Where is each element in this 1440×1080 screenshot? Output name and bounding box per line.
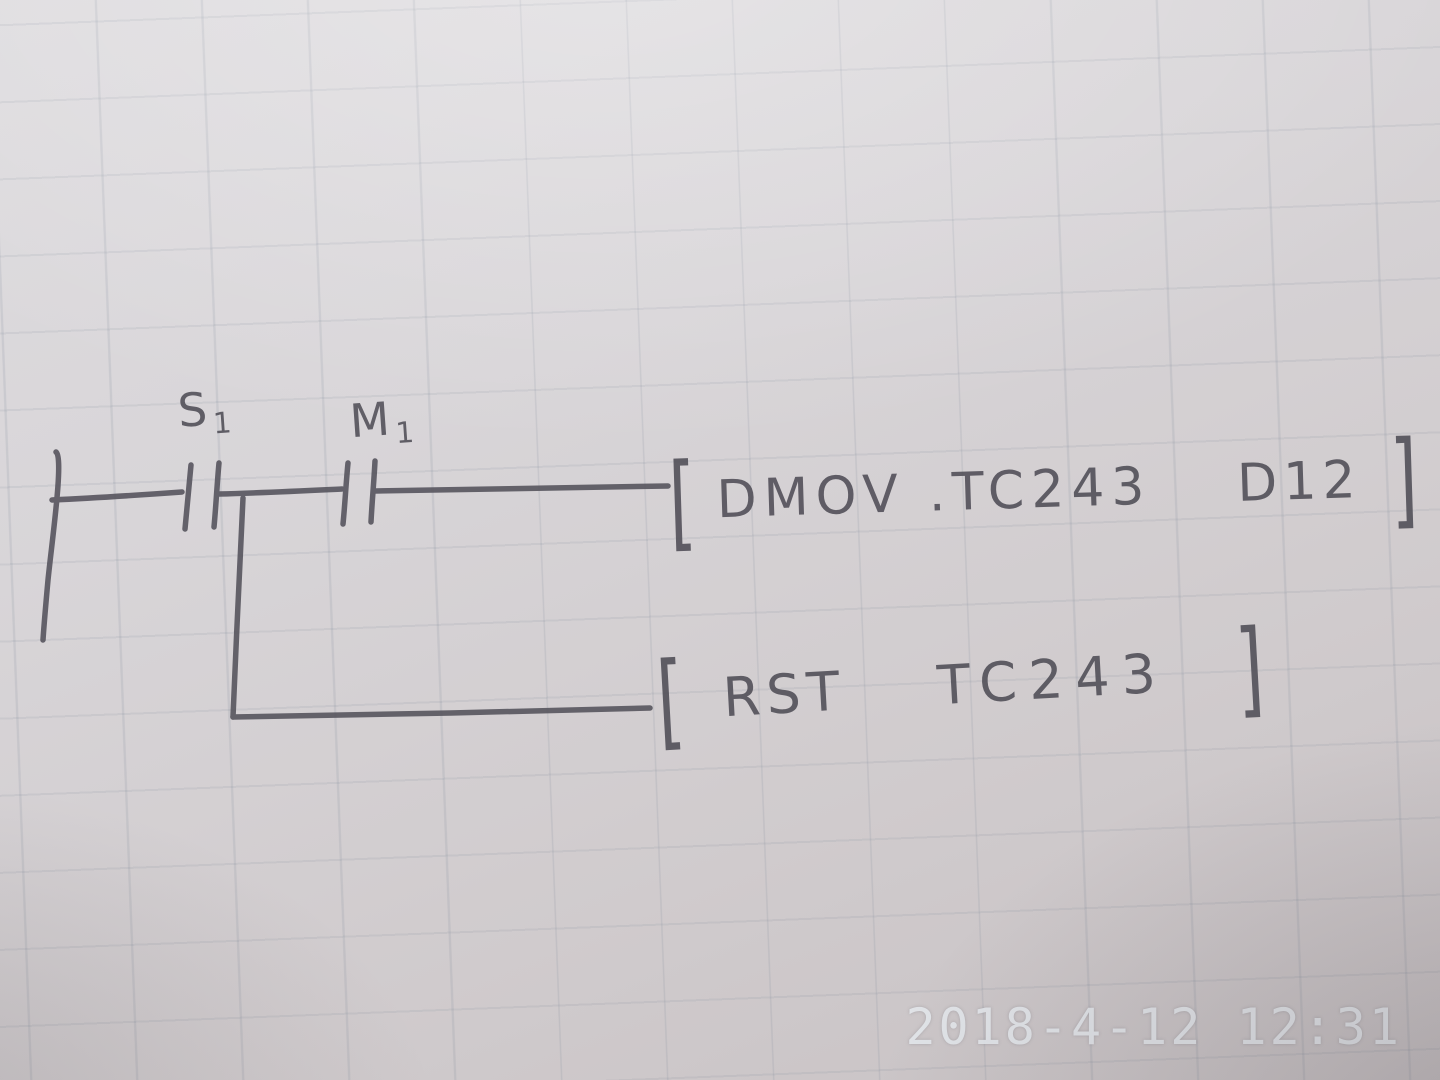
rung2-instruction-text: RST bbox=[721, 658, 848, 729]
rung1-operand-text: D12 bbox=[1236, 450, 1363, 514]
rung2-bracket-open: [ bbox=[653, 638, 688, 762]
branch-vertical-wire bbox=[230, 495, 246, 720]
rung1-bracket-close: ] bbox=[1388, 417, 1420, 541]
camera-timestamp: 2018-4-12 12:31 bbox=[905, 998, 1402, 1056]
rung1-wire-left bbox=[49, 489, 185, 503]
rung1-bracket-open: [ bbox=[666, 439, 699, 563]
rung1-instruction-text: DMOV .TC243 bbox=[715, 456, 1153, 531]
rung2-operand-text: TC243 bbox=[935, 640, 1170, 717]
left-power-rail bbox=[40, 449, 62, 643]
contact-s1-label-sub: 1 bbox=[211, 405, 235, 441]
contact-s1-label-main: S bbox=[176, 381, 211, 438]
branch-horizontal-wire bbox=[230, 705, 653, 720]
rung1-wire-right bbox=[372, 483, 671, 494]
rung1-wire-middle bbox=[216, 486, 345, 497]
contact-m1-label: M1 bbox=[348, 390, 417, 453]
contact-s1-left-bar bbox=[182, 462, 194, 532]
contact-s1-label: S1 bbox=[176, 380, 235, 443]
rung2-bracket-close: ] bbox=[1232, 606, 1267, 730]
contact-m1-label-main: M bbox=[348, 391, 394, 449]
contact-m1-left-bar bbox=[340, 460, 351, 527]
contact-m1-label-sub: 1 bbox=[394, 414, 418, 451]
